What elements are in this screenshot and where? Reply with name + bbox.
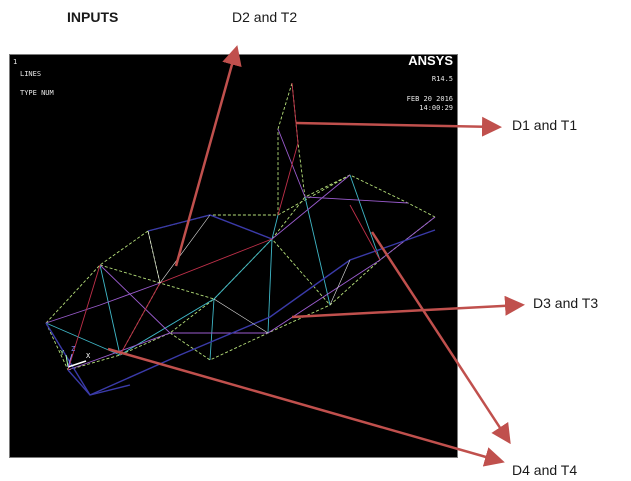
- coordinate-triad: [65, 353, 87, 368]
- callout-d1-t1: D1 and T1: [512, 117, 578, 133]
- arrow-d4-t4-lower: [107, 347, 505, 467]
- arrow-d3-t3: [291, 295, 525, 319]
- arrow-d2-t2: [174, 45, 242, 267]
- arrow-d1-t1: [295, 116, 502, 137]
- callout-d3-t3: D3 and T3: [533, 295, 599, 311]
- plot-numbering-label: TYPE NUM: [20, 89, 54, 97]
- triad-x-label: X: [86, 352, 91, 360]
- plot-type-label: LINES: [20, 70, 42, 78]
- plot-time: 14:00:29: [419, 104, 453, 112]
- plot-date: FEB 20 2016: [406, 95, 453, 103]
- window-number: 1: [13, 58, 18, 66]
- callout-d4-t4: D4 and T4: [512, 462, 578, 478]
- frame-members-white: [147, 214, 351, 334]
- triad-z-label: Z: [71, 345, 76, 353]
- arrow-d4-t4-upper: [370, 231, 511, 445]
- ansys-version: R14.5: [431, 75, 453, 83]
- callout-d2-t2: D2 and T2: [232, 9, 298, 25]
- ansys-graphics-viewport[interactable]: 1 LINES TYPE NUM ANSYS R14.5 FEB 20 2016…: [9, 54, 458, 458]
- ansys-logo: ANSYS: [408, 54, 453, 68]
- triad-y-label: Y: [60, 349, 65, 357]
- inputs-title: INPUTS: [67, 9, 119, 25]
- wireframe-model: [45, 82, 436, 396]
